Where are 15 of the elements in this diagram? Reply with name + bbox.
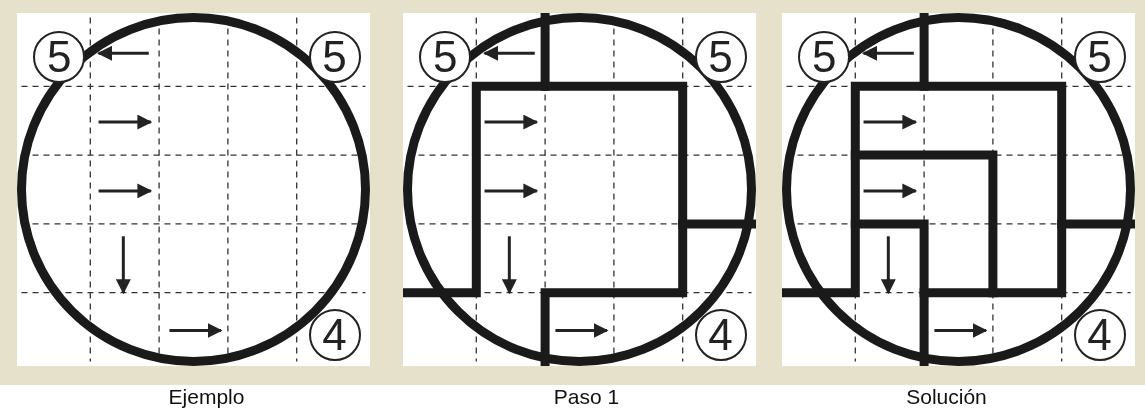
number-circle: 5 — [798, 31, 851, 84]
panel-caption: Ejemplo — [168, 384, 245, 410]
number-circle: 4 — [694, 309, 747, 362]
number-circle: 4 — [1073, 309, 1126, 362]
puzzle-grid — [782, 13, 1135, 366]
number-circle: 5 — [308, 31, 361, 84]
puzzle-grid — [17, 13, 370, 366]
panel-caption: Paso 1 — [553, 384, 620, 410]
number-circle: 4 — [308, 309, 361, 362]
number-circle: 5 — [33, 31, 86, 84]
number-circle: 5 — [419, 31, 472, 84]
panel-caption: Solución — [906, 384, 987, 410]
number-circle: 5 — [694, 31, 747, 84]
number-circle: 5 — [1073, 31, 1126, 84]
puzzle-grid — [403, 13, 756, 366]
